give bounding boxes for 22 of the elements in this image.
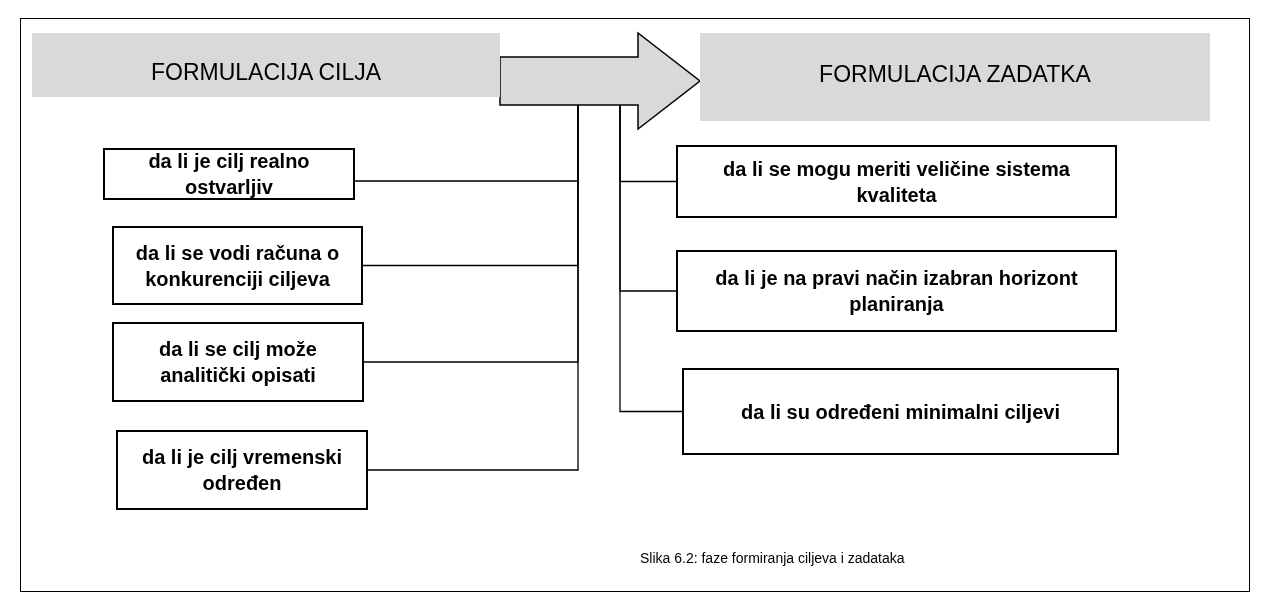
question-box bbox=[103, 148, 355, 200]
question-box bbox=[676, 250, 1117, 332]
header-band bbox=[700, 33, 1210, 121]
band-heading: FORMULACIJA CILJA bbox=[150, 59, 381, 86]
question-box bbox=[676, 145, 1117, 218]
question-box bbox=[682, 368, 1119, 455]
question-box bbox=[116, 430, 368, 510]
band-heading: FORMULACIJA ZADATKA bbox=[819, 61, 1091, 88]
question-text: da li su određeni minimalni ciljevi bbox=[741, 399, 1060, 425]
header-band bbox=[32, 33, 500, 97]
connector-line bbox=[619, 104, 683, 413]
block-arrow bbox=[499, 31, 702, 131]
question-text: da li je cilj realno ostvarljiv bbox=[147, 149, 311, 200]
question-box bbox=[112, 322, 364, 402]
question-box bbox=[112, 226, 363, 305]
question-text: da li je cilj vremenski određen bbox=[140, 445, 344, 496]
caption: Slika 6.2: faze formiranja ciljeva i zadataka bbox=[640, 550, 905, 566]
question-text: da li se vodi računa o konkurenciji ciljeva bbox=[134, 240, 341, 292]
question-text: da li je na pravi način izabran horizont planiranja bbox=[714, 266, 1079, 317]
question-text: da li se cilj može analitički opisati bbox=[158, 337, 318, 388]
connector-line bbox=[367, 104, 579, 471]
question-text: da li se mogu meriti veličine sistema kvaliteta bbox=[722, 156, 1071, 208]
